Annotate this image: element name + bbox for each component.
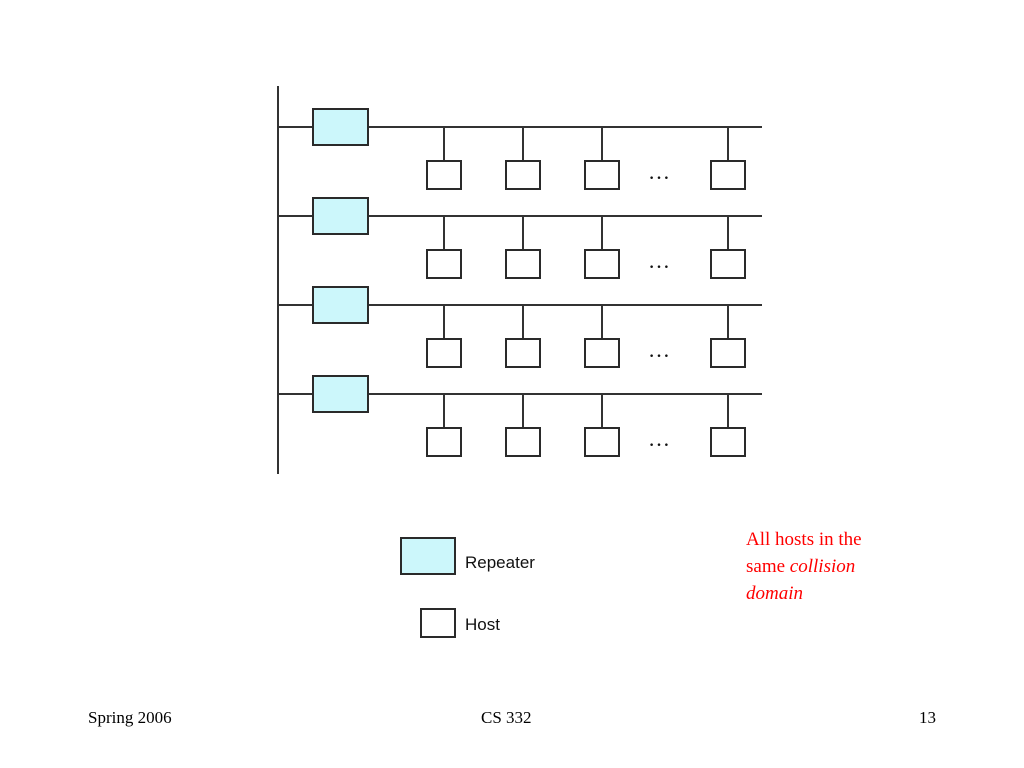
note-same-word: same <box>746 556 786 577</box>
lan-segments: … … … … <box>278 108 762 457</box>
repeater-box <box>312 286 369 324</box>
more-hosts-ellipsis: … <box>648 159 670 184</box>
host-box <box>426 249 462 279</box>
host-box <box>584 338 620 368</box>
repeater-box <box>312 108 369 146</box>
host-box <box>505 160 541 190</box>
host-box <box>584 249 620 279</box>
footer-course: CS 332 <box>481 708 532 727</box>
note-line-1: All hosts in the <box>746 529 862 550</box>
legend-repeater-label: Repeater <box>465 553 535 572</box>
host-box <box>505 338 541 368</box>
host-box <box>710 249 746 279</box>
legend: Repeater Host <box>400 537 535 638</box>
footer-date: Spring 2006 <box>88 708 172 727</box>
host-box <box>426 160 462 190</box>
more-hosts-ellipsis: … <box>648 337 670 362</box>
host-box <box>426 427 462 457</box>
host-box <box>426 338 462 368</box>
more-hosts-ellipsis: … <box>648 248 670 273</box>
note-domain-word: domain <box>746 583 803 604</box>
repeater-box <box>312 197 369 235</box>
repeater-box <box>312 375 369 413</box>
host-box <box>710 338 746 368</box>
note-collision-word: collision <box>789 556 856 577</box>
collision-domain-note: All hosts in the same collision domain <box>746 526 906 607</box>
legend-host-label: Host <box>465 615 500 634</box>
host-box <box>584 427 620 457</box>
host-box <box>584 160 620 190</box>
legend-repeater-swatch <box>400 537 456 575</box>
host-box <box>710 160 746 190</box>
legend-host-swatch <box>420 608 456 638</box>
host-box <box>505 427 541 457</box>
footer-page-number: 13 <box>919 708 936 727</box>
host-box <box>505 249 541 279</box>
host-box <box>710 427 746 457</box>
more-hosts-ellipsis: … <box>648 426 670 451</box>
